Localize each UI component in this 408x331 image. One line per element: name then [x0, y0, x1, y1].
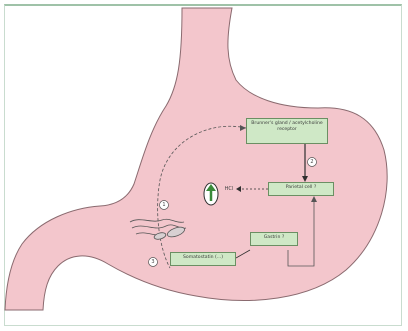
label-box-gastrin: Gastrin ?	[250, 232, 298, 246]
label-box-parietal: Parietal cell ?	[268, 182, 334, 196]
marker-number-lower: 3	[148, 259, 158, 265]
label-box-somatostatin: Somatostatin (...)	[170, 252, 236, 266]
hcl-text: HCl	[222, 186, 236, 192]
label-box-top: Brunner's gland / acetylcholine receptor	[246, 118, 328, 144]
marker-number-right: 2	[307, 159, 317, 165]
marker-number-upper: 1	[159, 202, 169, 208]
